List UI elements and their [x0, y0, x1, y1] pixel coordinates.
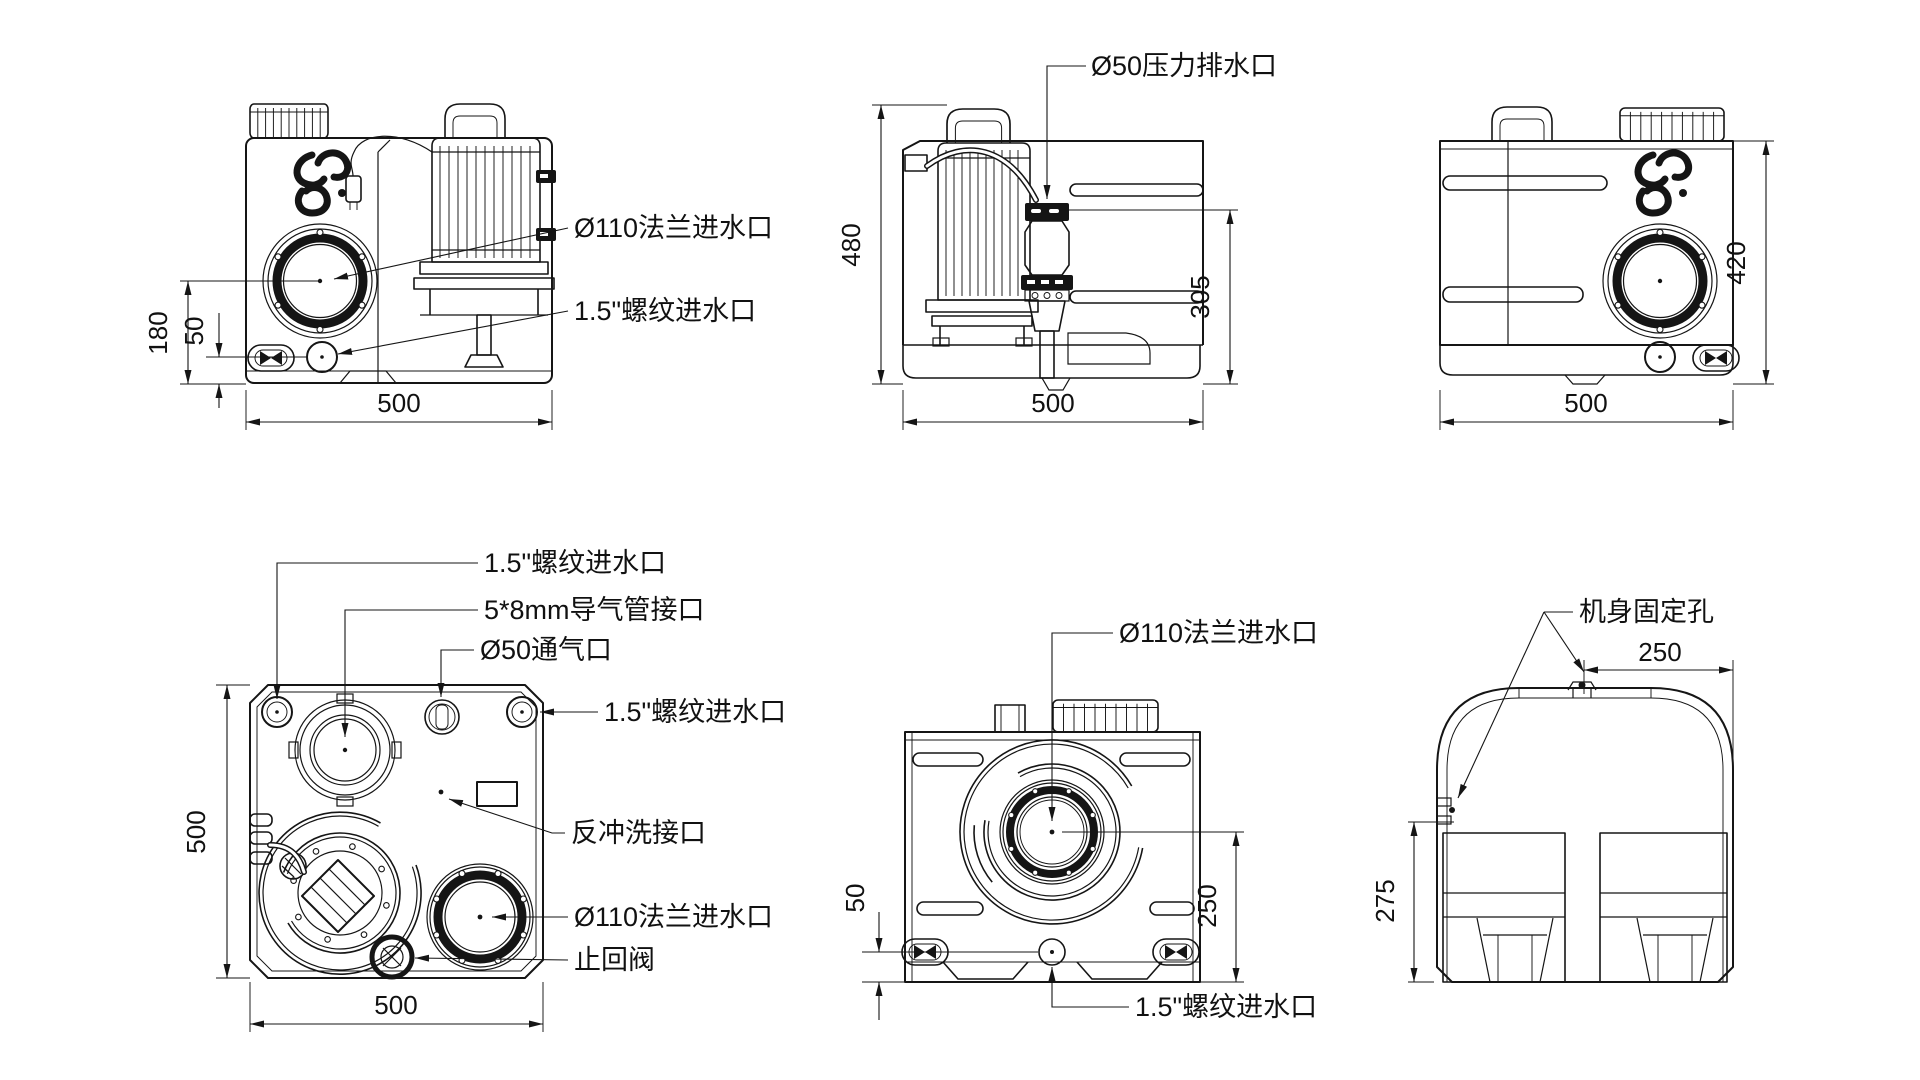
leader-check-valve: 止回阀 [414, 945, 655, 975]
dim-275-text: 275 [1370, 879, 1400, 922]
view-top: 1.5"螺纹进水口 5*8mm导气管接口 Ø50通气口 1.5"螺纹进水口 反冲… [181, 548, 786, 1032]
cable-plug [345, 175, 362, 203]
check-valve [369, 934, 415, 980]
dim-250-text: 250 [1192, 884, 1222, 927]
dim-50-text: 50 [840, 884, 870, 913]
dimension-480: 480 [836, 104, 947, 385]
dimension-500-width: 500 [245, 388, 553, 430]
dimension-275: 275 [1370, 821, 1454, 983]
discharge-assembly [1021, 203, 1151, 379]
view-bottom-mounting: 机身固定孔 250 275 [1370, 597, 1734, 983]
rect-port [994, 704, 1026, 733]
tank-outline [249, 684, 544, 979]
inlet-top-left-label: 1.5"螺纹进水口 [484, 548, 666, 578]
flange-inlet-label: Ø110法兰进水口 [1119, 618, 1318, 648]
vent-label: Ø50通气口 [480, 635, 612, 665]
dimension-500-width: 500 [902, 388, 1204, 430]
dimension-500-width: 500 [1439, 388, 1734, 430]
right-foot [1599, 832, 1728, 983]
leader-inlet-top-left: 1.5"螺纹进水口 [273, 548, 666, 699]
vent-port [424, 699, 460, 735]
leader-threaded-inlet: 1.5"螺纹进水口 [1048, 967, 1317, 1022]
left-foot [1442, 832, 1566, 983]
backflush-point [438, 789, 444, 795]
dim-500-width-text: 500 [374, 990, 417, 1020]
view-front: Ø110法兰进水口 1.5"螺纹进水口 50 250 [840, 618, 1318, 1022]
discharge-label: Ø50压力排水口 [1091, 51, 1277, 81]
wall-fitting [904, 154, 928, 172]
side-mounting-hole [1436, 797, 1455, 825]
leader-air-duct: 5*8mm导气管接口 [341, 595, 705, 737]
dim-420-text: 420 [1721, 241, 1751, 284]
dimension-50: 50 [840, 884, 1038, 1020]
submersible-pump [925, 142, 1039, 347]
leader-flange-inlet: Ø110法兰进水口 [333, 213, 773, 280]
view-rear: 420 500 [1439, 106, 1774, 430]
backflush-label: 反冲洗接口 [571, 818, 706, 848]
flange-inlet-label: Ø110法兰进水口 [574, 213, 773, 243]
dim-500-text: 500 [377, 388, 420, 418]
threaded-inlet-label: 1.5"螺纹进水口 [574, 296, 756, 326]
leader-threaded-inlet: 1.5"螺纹进水口 [337, 296, 756, 355]
power-cable [350, 135, 433, 177]
mounting-holes-label: 机身固定孔 [1579, 597, 1714, 627]
leader-backflush: 反冲洗接口 [448, 798, 706, 848]
submersible-pump [345, 135, 556, 368]
check-valve-label: 止回阀 [574, 945, 655, 975]
control-box [476, 781, 518, 807]
flange-inlet-label: Ø110法兰进水口 [574, 902, 773, 932]
dimension-250: 250 [1583, 637, 1734, 768]
dimension-500-width: 500 [249, 982, 544, 1032]
threaded-inlet-label: 1.5"螺纹进水口 [1135, 992, 1317, 1022]
dim-480-text: 480 [836, 223, 866, 266]
dim-500-text: 500 [1031, 388, 1074, 418]
dimension-500-depth: 500 [181, 684, 250, 979]
dim-50-text: 50 [179, 317, 209, 346]
tank-outline [245, 137, 553, 384]
dimension-50: 50 [179, 313, 307, 408]
inlet-top-right-label: 1.5"螺纹进水口 [604, 697, 786, 727]
tank-outline [1439, 140, 1734, 346]
view-side-section: 480 305 500 Ø50压力排水口 [836, 51, 1277, 430]
air-duct-label: 5*8mm导气管接口 [484, 595, 705, 625]
dim-250-text: 250 [1638, 637, 1681, 667]
dim-500-text: 500 [1564, 388, 1607, 418]
dimension-250: 250 [1062, 831, 1244, 983]
leader-mounting-holes: 机身固定孔 [1457, 597, 1714, 799]
dim-180-text: 180 [143, 311, 173, 354]
dim-305-text: 305 [1185, 275, 1215, 318]
threaded-inlet-bottom [1038, 938, 1066, 966]
dim-500-depth-text: 500 [181, 810, 211, 853]
dimension-420: 420 [1721, 140, 1774, 385]
leader-vent: Ø50通气口 [437, 635, 612, 697]
dimension-180: 180 [143, 280, 320, 385]
spiral-ribs [959, 739, 1144, 925]
leader-flange-inlet: Ø110法兰进水口 [492, 902, 773, 932]
leader-flange-inlet: Ø110法兰进水口 [1048, 618, 1318, 821]
view-front-cutaway: 180 50 500 Ø110法兰进水口 1.5"螺纹进水口 [143, 103, 773, 430]
leader-discharge: Ø50压力排水口 [1043, 51, 1277, 199]
top-mounting-hole [1567, 681, 1597, 698]
tank-outline [902, 140, 1204, 345]
leader-inlet-top-right: 1.5"螺纹进水口 [540, 697, 786, 727]
dimension-305: 305 [1063, 209, 1238, 385]
pump-top-assembly [249, 811, 422, 975]
